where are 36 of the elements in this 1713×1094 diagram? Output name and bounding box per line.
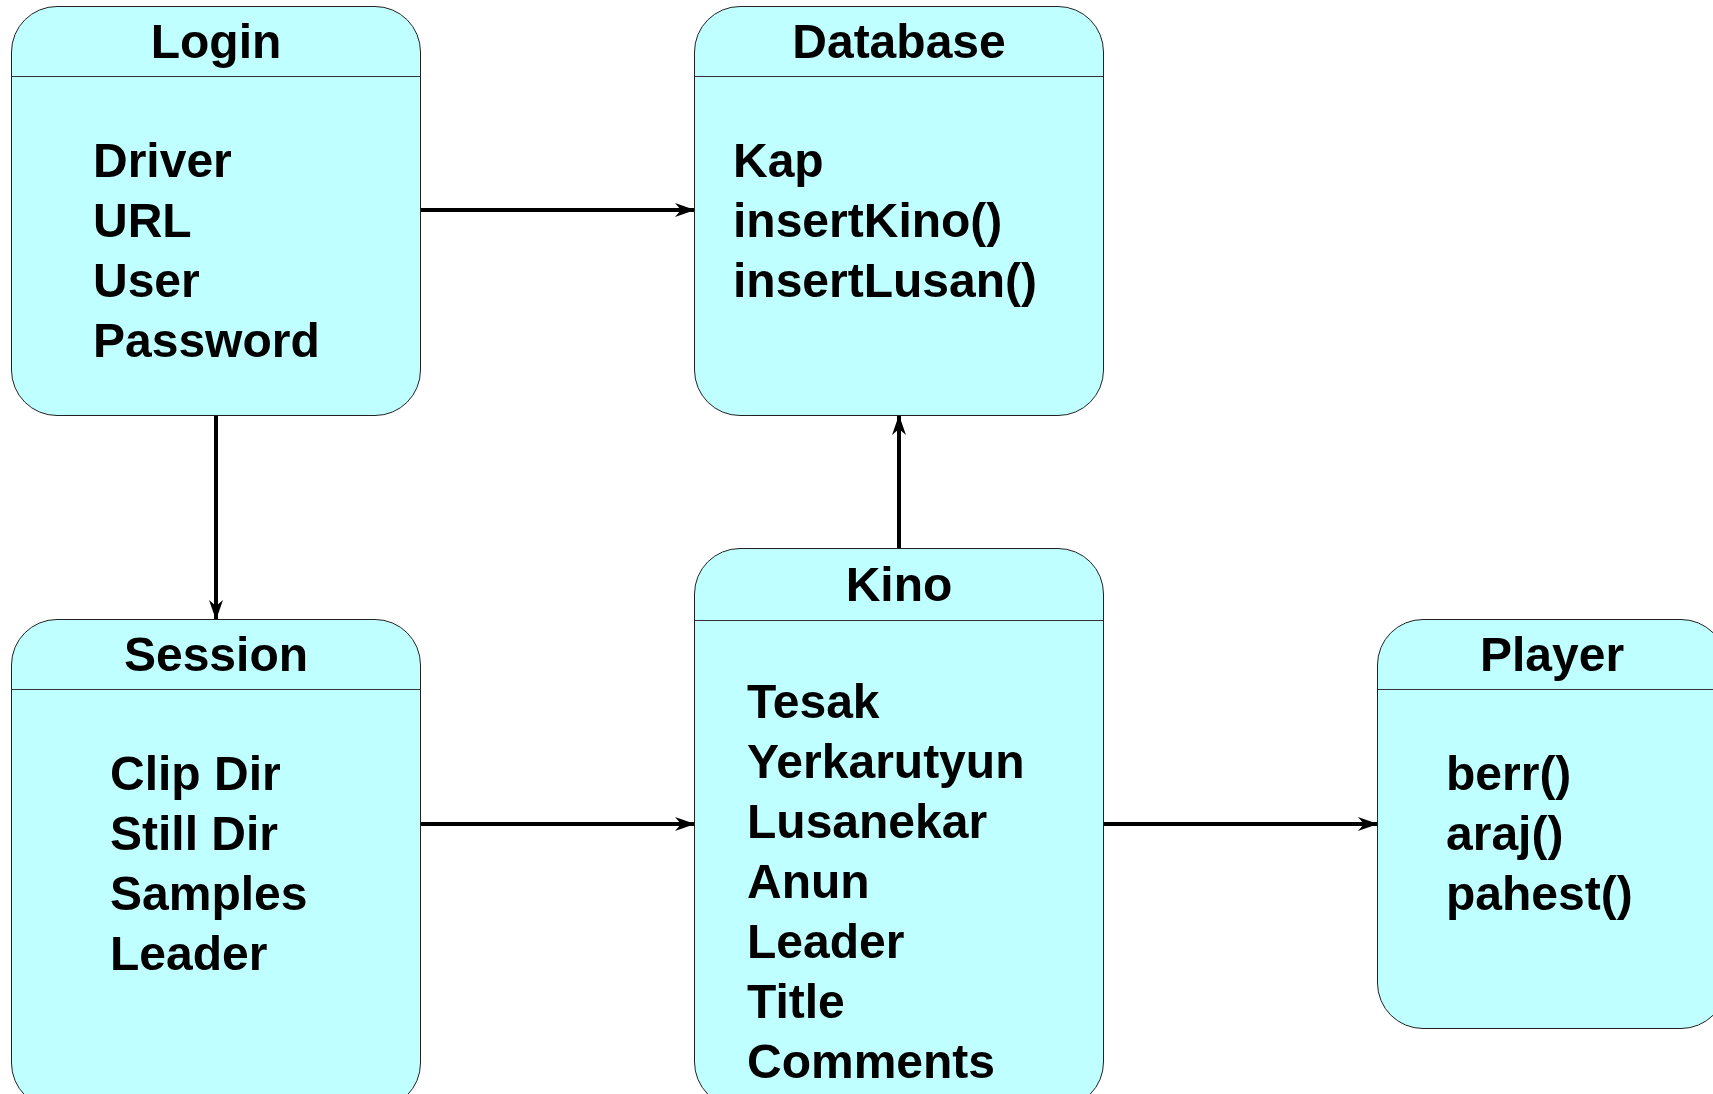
class-member: Yerkarutyun xyxy=(747,734,1025,790)
class-title: Login xyxy=(150,13,282,70)
class-title: Kino xyxy=(845,556,953,613)
class-member: pahest() xyxy=(1446,866,1633,922)
class-box xyxy=(1377,619,1713,1029)
arrow xyxy=(209,416,223,620)
arrow xyxy=(892,415,906,548)
class-member: Comments xyxy=(747,1034,996,1090)
class-title: Database xyxy=(792,13,1006,70)
class-member: Driver xyxy=(93,133,232,189)
class-member: Title xyxy=(747,974,845,1030)
class-member: Leader xyxy=(747,914,905,970)
class-member: Tesak xyxy=(747,674,880,730)
class-title: Player xyxy=(1479,626,1625,683)
arrow xyxy=(421,203,695,217)
class-member: insertKino() xyxy=(733,193,1003,249)
class-member: Samples xyxy=(110,866,308,922)
class-member: Anun xyxy=(747,854,870,910)
arrow xyxy=(1104,817,1378,831)
class-box xyxy=(694,548,1104,1094)
class-box xyxy=(694,6,1104,416)
class-member: User xyxy=(93,253,200,309)
class-box xyxy=(11,619,421,1094)
class-member: Still Dir xyxy=(110,806,279,862)
class-member: berr() xyxy=(1446,746,1572,802)
class-member: Clip Dir xyxy=(110,746,281,802)
class-member: araj() xyxy=(1446,806,1564,862)
class-member: Password xyxy=(93,313,320,369)
class-member: insertLusan() xyxy=(733,253,1038,309)
class-member: Kap xyxy=(733,133,824,189)
class-box xyxy=(11,6,421,416)
class-member: Leader xyxy=(110,926,268,982)
class-member: URL xyxy=(93,193,192,249)
arrow xyxy=(421,817,695,831)
class-title: Session xyxy=(123,626,309,683)
class-member: Lusanekar xyxy=(747,794,988,850)
